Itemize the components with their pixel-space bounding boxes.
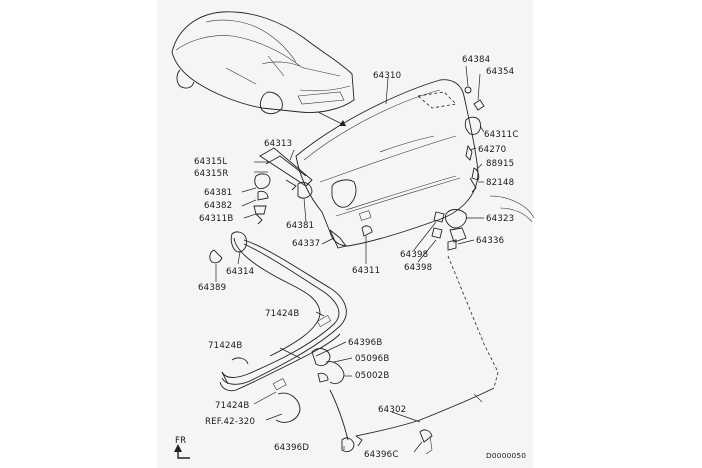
label-64315l: 64315L	[194, 157, 227, 167]
diagram-paper	[157, 0, 533, 468]
label-64381-right: 64381	[286, 221, 314, 231]
label-ref-42-320: REF.42-320	[205, 417, 255, 427]
car-outline	[171, 11, 355, 115]
label-05002b: 05002B	[355, 371, 389, 381]
part-labels: 64310 64384 64354 64311C 64270 88915 821…	[194, 55, 526, 460]
label-64382: 64382	[204, 201, 232, 211]
label-64337: 64337	[292, 239, 320, 249]
torsion-bars	[209, 231, 347, 423]
label-64323: 64323	[486, 214, 514, 224]
label-05096b: 05096B	[355, 354, 389, 364]
label-64315r: 64315R	[194, 169, 229, 179]
label-88915: 88915	[486, 159, 514, 169]
label-64381-left: 64381	[204, 188, 232, 198]
label-64311b: 64311B	[199, 214, 233, 224]
fr-label: FR	[175, 436, 186, 446]
label-64384: 64384	[462, 55, 490, 65]
front-direction-indicator: FR	[174, 436, 190, 459]
label-64396b: 64396B	[348, 338, 382, 348]
hinge-assembly	[253, 147, 313, 225]
label-64396c: 64396C	[364, 450, 399, 460]
label-64396d: 64396D	[274, 443, 309, 453]
label-64313: 64313	[264, 139, 292, 149]
label-71424b-bottom: 71424B	[215, 401, 249, 411]
label-64398-lower: 64398	[404, 263, 432, 273]
small-parts-right	[431, 86, 535, 251]
trunk-lid	[295, 79, 479, 247]
label-64311c: 64311C	[484, 130, 519, 140]
leader-lines	[215, 65, 485, 453]
release-cable	[329, 255, 499, 455]
label-64270: 64270	[478, 145, 506, 155]
label-64310: 64310	[373, 71, 401, 81]
label-64336: 64336	[476, 236, 504, 246]
diagram-code: D0000050	[486, 451, 526, 460]
label-64314: 64314	[226, 267, 254, 277]
label-64302: 64302	[378, 405, 406, 415]
label-64311: 64311	[352, 266, 380, 276]
label-64354: 64354	[486, 67, 514, 77]
lid-bottom-parts	[329, 225, 373, 249]
label-71424b-middle: 71424B	[208, 341, 242, 351]
label-82148: 82148	[486, 178, 514, 188]
label-64389: 64389	[198, 283, 226, 293]
label-64398-upper: 64398	[400, 250, 428, 260]
label-71424b-top: 71424B	[265, 309, 299, 319]
